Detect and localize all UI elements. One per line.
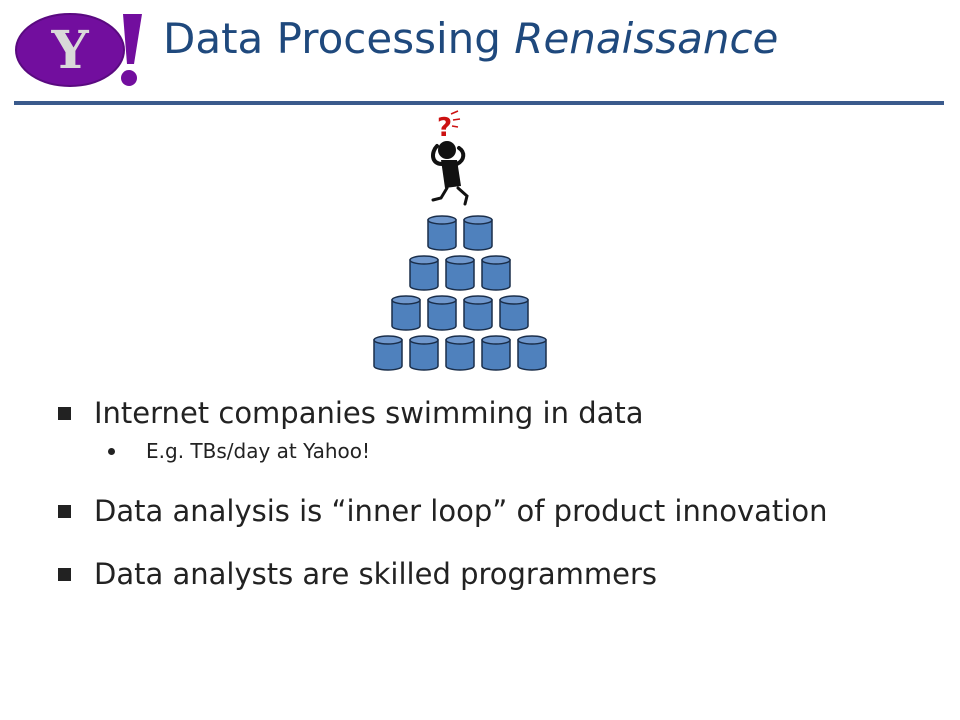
yahoo-logo: Y [15,13,142,87]
bullet-item: Data analysis is “inner loop” of product… [58,493,938,531]
database-stack [373,215,547,371]
bullet-text: Data analysis is “inner loop” of product… [94,493,828,528]
svg-text:Y: Y [50,20,89,81]
database-cylinder-icon [499,295,529,331]
database-cylinder-icon [445,335,475,371]
bullet-text: Data analysts are skilled programmers [94,557,657,592]
database-cylinder-icon [481,335,511,371]
slide-title: Data Processing Renaissance [163,14,778,64]
bullet-text: Internet companies swimming in data [94,396,644,430]
confused-person-icon: ? [431,110,469,206]
database-cylinder-icon [409,255,439,291]
database-cylinder-icon [391,295,421,331]
square-bullet-icon [58,568,71,582]
database-cylinder-icon [481,255,511,291]
question-mark: ? [437,113,452,143]
bullet-item: Data analysts are skilled programmers [58,556,938,594]
square-bullet-icon [58,504,71,518]
database-pyramid-illustration: ? [373,110,547,371]
database-cylinder-icon [445,255,475,291]
round-bullet-icon [108,447,115,455]
database-cylinder-icon [373,335,403,371]
database-cylinder-icon [463,295,493,331]
database-cylinder-icon [427,215,457,251]
square-bullet-icon [58,407,71,420]
database-cylinder-icon [517,335,547,371]
database-cylinder-icon [463,215,493,251]
database-cylinder-icon [409,335,439,371]
sub-bullet-item: E.g. TBs/day at Yahoo! [58,435,938,467]
database-cylinder-icon [427,295,457,331]
title-emphasis: Renaissance [514,14,779,63]
title-divider [14,101,944,105]
bullet-list: Internet companies swimming in data E.g.… [58,395,938,594]
title-main: Data Processing [163,14,501,63]
sub-bullet-text: E.g. TBs/day at Yahoo! [146,438,370,463]
bullet-item: Internet companies swimming in data [58,395,938,433]
